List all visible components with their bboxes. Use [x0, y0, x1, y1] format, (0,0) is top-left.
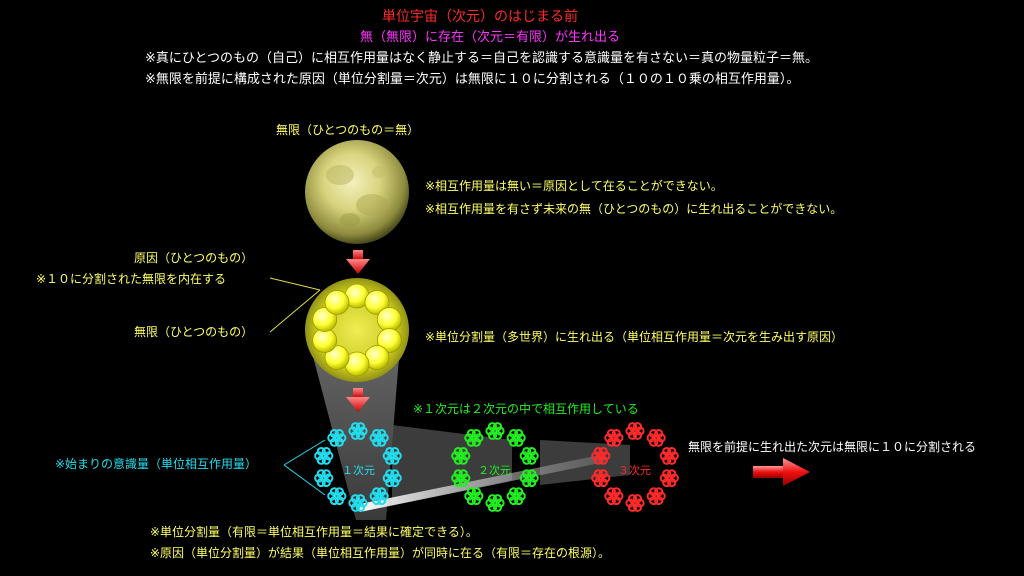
inner-mugen-label: 無限（ひとつのもの） [134, 325, 254, 339]
cause-callout-line-bottom [269, 289, 321, 333]
ring-unit [348, 494, 368, 512]
ring-unit [506, 487, 526, 506]
ring-unit [604, 428, 624, 447]
ring-unit [625, 422, 645, 440]
ring-unit [519, 469, 539, 488]
ring-unit [382, 446, 402, 465]
cause-sphere [305, 278, 409, 382]
ring-unit [659, 469, 679, 488]
interaction-beam [355, 455, 605, 512]
note-bottom-2: ※原因（単位分割量）が結果（単位相互作用量）が同時に在る（有限＝存在の根源）。 [150, 546, 611, 560]
dim3-ring [591, 422, 679, 512]
ring-unit [659, 446, 679, 465]
cause-label: 原因（ひとつのもの） [134, 251, 254, 265]
right-arrow [753, 458, 810, 486]
dim1-ring [314, 422, 402, 512]
dim1-label: １次元 [342, 464, 375, 477]
cause-inner-ball [376, 328, 402, 353]
ring-unit [382, 469, 402, 488]
cause-note: ※単位分割量（多世界）に生れ出る（単位相互作用量＝次元を生み出す原因） [425, 330, 844, 344]
ring-unit [625, 494, 645, 512]
ring-unit [348, 422, 368, 440]
dim2-label: ２次元 [478, 464, 511, 477]
dim3-label: ３次元 [618, 464, 651, 477]
mugen-sphere [305, 140, 409, 244]
ring-unit [327, 487, 347, 506]
note-top-1: ※真にひとつのもの（自己）に相互作用量はなく静止する＝自己を認識する意識量を有さ… [145, 51, 818, 66]
ring-unit [591, 446, 611, 465]
ring-unit [591, 469, 611, 488]
cause-inner-ball [376, 307, 402, 332]
interaction-note: ※１次元は２次元の中で相互作用している [413, 402, 639, 416]
ring-unit [519, 446, 539, 465]
note-bottom-1: ※単位分割量（有限＝単位相互作用量＝結果に確定できる）。 [150, 525, 478, 539]
ring-unit [327, 428, 347, 447]
right-note: 無限を前提に生れ出た次元は無限に１０に分割される [688, 440, 977, 454]
ring-unit [646, 428, 666, 447]
ring-unit [369, 428, 389, 447]
ring-unit [485, 494, 505, 512]
ring-unit [464, 487, 484, 506]
ring-unit [451, 469, 471, 488]
down-arrow-2 [346, 388, 370, 412]
ring-unit [506, 428, 526, 447]
dim2-ring [451, 422, 539, 512]
ring-unit [464, 428, 484, 447]
mugen-note-1: ※相互作用量は無い＝原因として在ることができない。 [425, 179, 723, 193]
consciousness-label: ※始まりの意識量（単位相互作用量） [55, 457, 258, 471]
cause-inner-ball [312, 307, 338, 332]
page-subtitle: 無（無限）に存在（次元＝有限）が生れ出る [360, 30, 621, 45]
cause-callout-line-top [269, 277, 321, 291]
page-title: 単位宇宙（次元）のはじまる前 [382, 9, 578, 25]
ring-unit [369, 487, 389, 506]
consciousness-callout-bottom [283, 464, 326, 496]
cause-inner-ball [324, 345, 350, 370]
cause-sub-label: ※１０に分割された無限を内在する [36, 272, 227, 286]
cause-inner-ball [324, 290, 350, 315]
ring-unit [451, 446, 471, 465]
ring-unit [646, 487, 666, 506]
mugen-note-2: ※相互作用量を有さず未来の無（ひとつのもの）に生れ出ることができない。 [425, 202, 843, 216]
mugen-label: 無限（ひとつのもの＝無） [276, 123, 420, 137]
ring-unit [314, 469, 334, 488]
ring-unit [314, 446, 334, 465]
cause-inner-ball [364, 290, 390, 315]
cause-inner-ball [312, 328, 338, 353]
down-arrow-1 [346, 250, 370, 274]
note-top-2: ※無限を前提に構成された原因（単位分割量＝次元）は無限に１０に分割される（１０の… [145, 72, 800, 87]
consciousness-callout-top [283, 439, 326, 466]
cause-inner-balls [312, 283, 402, 377]
ring-unit [485, 422, 505, 440]
ring-unit [604, 487, 624, 506]
